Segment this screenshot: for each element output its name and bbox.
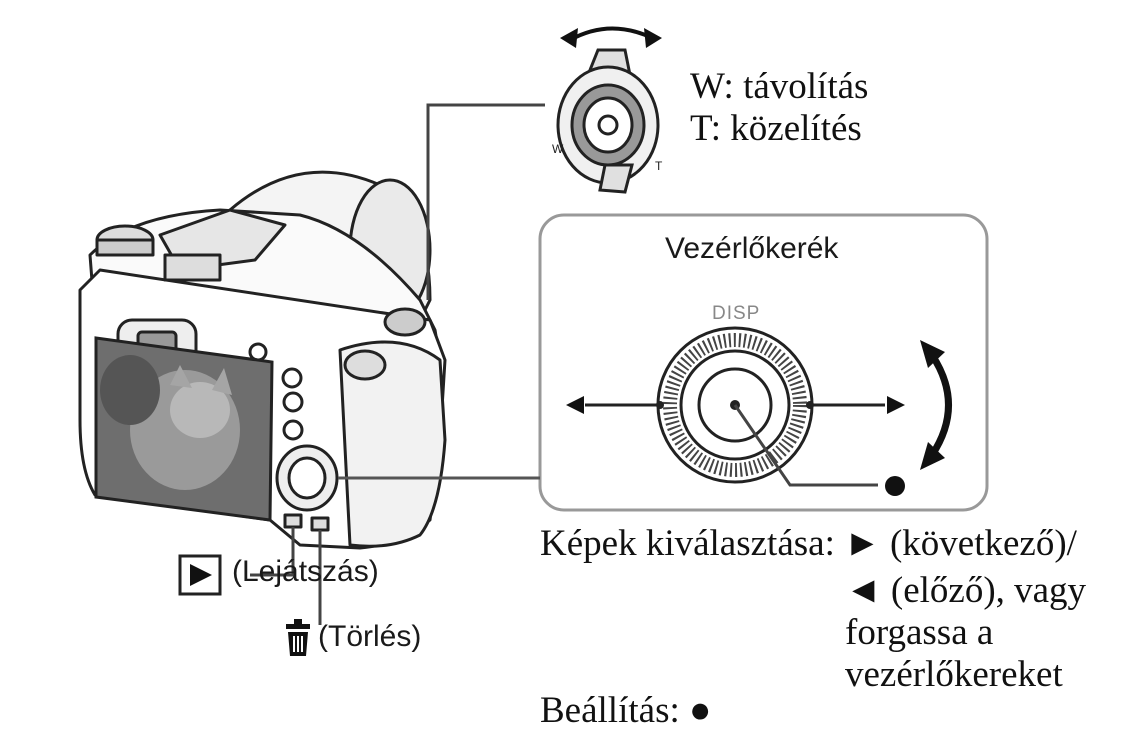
disp-label: DISP (712, 303, 761, 324)
playback-button-label: (Lejátszás) (232, 555, 379, 588)
set-instruction: Beállítás: ● (540, 690, 712, 731)
svg-text:W: W (552, 142, 564, 156)
playback-leader-line (250, 527, 295, 577)
delete-button-label: (Törlés) (318, 620, 422, 653)
svg-text:T: T (655, 159, 663, 173)
control-wheel-title: Vezérlőkerék (665, 232, 839, 265)
set-dot-icon (885, 476, 905, 496)
trash-icon (286, 619, 310, 656)
select-images-instruction: Képek kiválasztása: ► (következő)/ (540, 523, 1077, 564)
zoom-wide-label: W: távolítás (690, 66, 869, 107)
zoom-lever-icon: W T (552, 26, 663, 194)
direction-arrows (566, 396, 905, 414)
rotate-arrow-icon (920, 340, 952, 470)
select-images-instruction-cont: ◄ (előző), vagy forgassa a vezérlőkereke… (845, 570, 1087, 695)
playback-icon (178, 554, 222, 596)
zoom-leader-line (426, 103, 545, 300)
lcd-screen (94, 336, 274, 522)
set-leader-line (733, 404, 878, 487)
zoom-tele-label: T: közelítés (690, 108, 862, 149)
